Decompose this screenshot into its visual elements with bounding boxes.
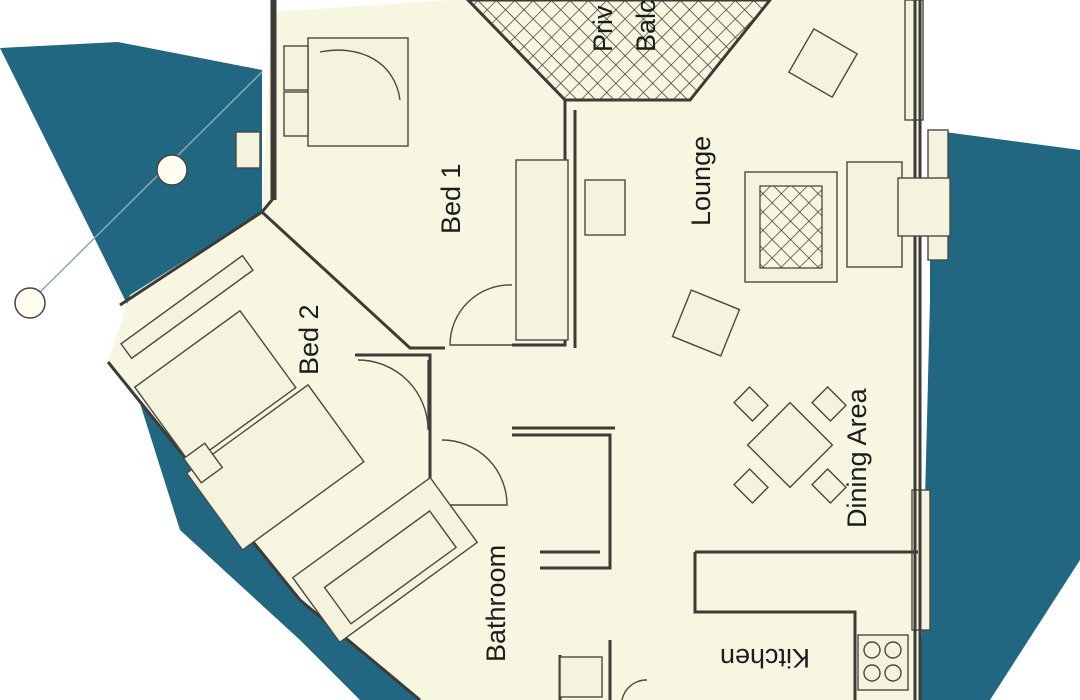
label-balcony-1: Priv <box>588 5 618 52</box>
teal-shape-left <box>0 42 420 700</box>
dining-table <box>733 386 847 504</box>
label-balcony-2: Balc <box>631 0 661 52</box>
label-bathroom: Bathroom <box>481 545 511 662</box>
private-balcony <box>465 0 772 102</box>
bed1-furniture <box>235 37 569 341</box>
room-labels: Bed 1 Bed 2 Lounge Dining Area Bathroom … <box>294 0 872 673</box>
label-kitchen: Kitchen <box>720 643 810 673</box>
radiator <box>584 179 626 236</box>
light-fitting <box>14 71 263 319</box>
background-shapes <box>0 42 1080 700</box>
bathroom-fixtures <box>291 476 603 698</box>
label-dining: Dining Area <box>842 387 872 528</box>
doors <box>357 284 648 700</box>
label-bed1: Bed 1 <box>436 163 466 234</box>
label-bed2: Bed 2 <box>294 304 324 375</box>
bed2-furniture <box>120 254 365 551</box>
floor-area <box>108 0 918 700</box>
label-lounge: Lounge <box>686 136 716 226</box>
lounge-furniture <box>671 27 951 357</box>
exterior-walls <box>106 0 922 700</box>
kitchen-fixtures <box>857 634 909 691</box>
teal-shape-right <box>920 130 1080 700</box>
